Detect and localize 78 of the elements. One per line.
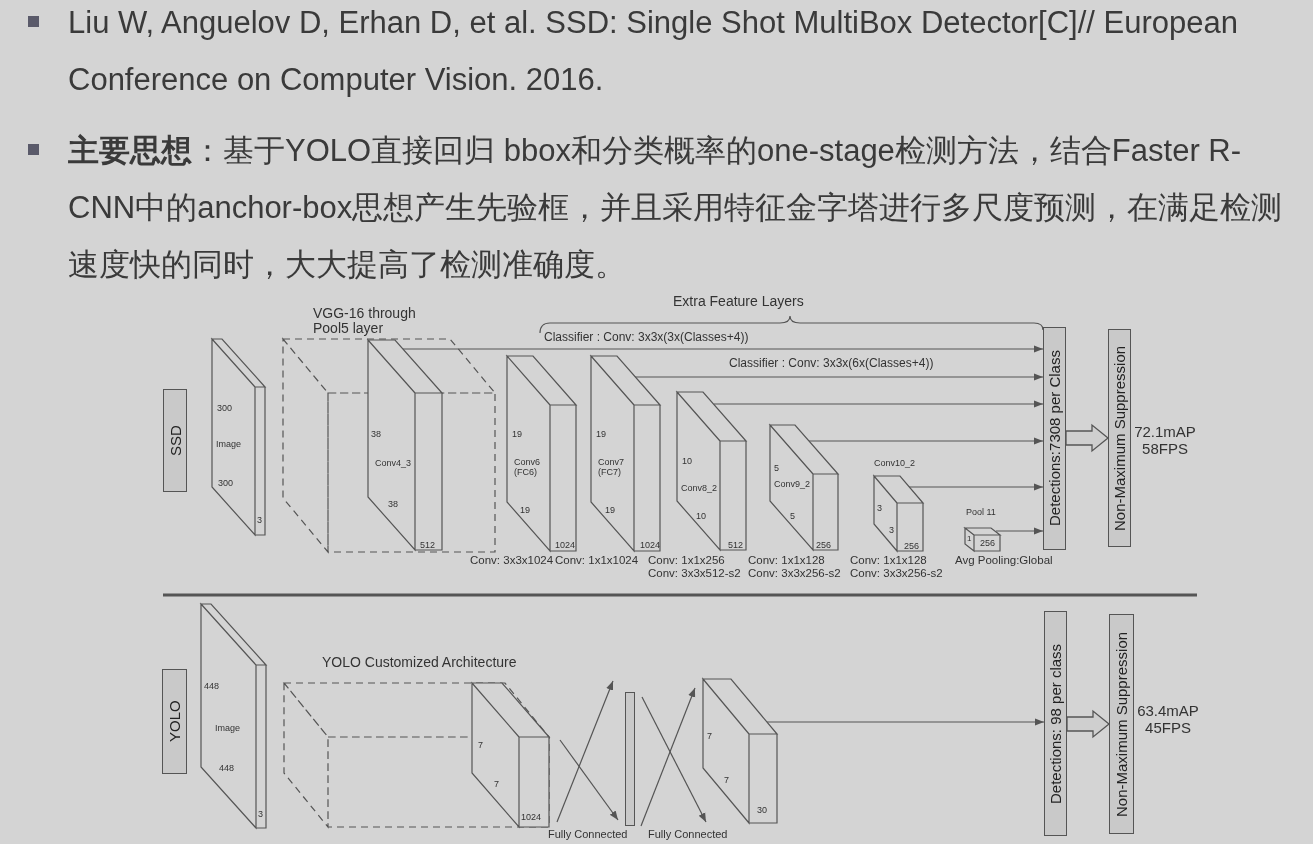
dimension-label: 1024 (555, 541, 576, 551)
detections-box: Detections:7308 per Class (1043, 327, 1066, 550)
dimension-label: 1024 (640, 541, 661, 551)
dimension-label: 19 (520, 506, 530, 516)
summary-text: 主要思想：基于YOLO直接回归 bbox和分类概率的one-stage检测方法，结合Faster R-CNN中的anchor-box思想产生先验框，并且采用特征金字塔进行多尺度预测，在满足检测速度快的同时，大大提高了检测准确度。 (68, 132, 1284, 284)
arrow (908, 483, 1044, 491)
layer-caption: Fully Connected (648, 828, 728, 841)
dimension-label: 38 (371, 430, 381, 440)
operation-label: Avg Pooling:Global (955, 554, 1053, 567)
suppression-box: Non-Maximum Suppression (1109, 614, 1134, 834)
layer-name: Conv10_2 (874, 459, 916, 469)
arrow (808, 437, 1044, 445)
dimension-label: 10 (682, 457, 692, 467)
dimension-label: 7 (724, 776, 729, 786)
dimension-label: 38 (388, 500, 398, 510)
model-label-box: SSD (163, 389, 187, 492)
dimension-label: 30 (757, 806, 767, 816)
layer-name: Conv8_2 (681, 484, 718, 494)
operation-label: Conv: 1x1x128 Conv: 3x3x256-s2 (748, 554, 842, 580)
operation-label: Conv: 3x3x1024 (470, 554, 554, 567)
layer-name: Pool 11 (966, 508, 996, 518)
dimension-label: 5 (790, 512, 795, 522)
operation-label: Conv: 1x1x256 Conv: 3x3x512-s2 (648, 554, 742, 580)
arrow (995, 527, 1044, 535)
layer-name: Image (216, 440, 241, 450)
dimension-label: 5 (774, 464, 779, 474)
dimension-label: 7 (478, 741, 483, 751)
layer-caption: Fully Connected (548, 828, 628, 841)
layer-name: Image (215, 724, 240, 734)
dimension-label: 10 (696, 512, 706, 522)
edge-label: Classifier : Conv: 3x3x(3x(Classes+4)) (543, 331, 750, 345)
arrow (556, 680, 614, 823)
arrow (640, 687, 696, 827)
score-label: 72.1mAP 58FPS (1133, 424, 1197, 457)
model-label-box: YOLO (162, 669, 187, 774)
dimension-label: 3 (877, 504, 882, 514)
arrow (766, 718, 1045, 726)
detections-box: Detections: 98 per class (1044, 611, 1067, 836)
dimension-label: 300 (218, 479, 234, 489)
arrow (402, 345, 1044, 353)
operation-label: Conv: 1x1x1024 (555, 554, 639, 567)
arrow (559, 739, 619, 821)
arrow (713, 400, 1044, 408)
dimension-label: 19 (605, 506, 615, 516)
dimension-label: 19 (512, 430, 522, 440)
dimension-label: 7 (494, 780, 499, 790)
group-heading: Extra Feature Layers (673, 294, 804, 310)
group-heading: YOLO Customized Architecture (322, 655, 517, 671)
layer-name: Conv9_2 (774, 480, 811, 490)
dimension-label: 256 (816, 541, 832, 551)
dimension-label: 448 (204, 682, 220, 692)
block-arrow (1065, 423, 1110, 453)
dimension-label: 1024 (521, 813, 542, 823)
layer-name: Conv7 (FC7) (598, 458, 625, 478)
block-arrow (1066, 709, 1111, 739)
operation-label: Conv: 1x1x128 Conv: 3x3x256-s2 (850, 554, 944, 580)
group-heading: VGG-16 through Pool5 layer (313, 306, 417, 337)
score-label: 63.4mAP 45FPS (1136, 703, 1200, 736)
dimension-label: 3 (258, 810, 263, 820)
dimension-label: 256 (904, 542, 920, 552)
dimension-label: 256 (980, 539, 996, 549)
dimension-label: 19 (596, 430, 606, 440)
dimension-label: 1 (967, 535, 972, 544)
dimension-label: 512 (728, 541, 744, 551)
layer-name: Conv6 (FC6) (514, 458, 541, 478)
dimension-label: 3 (889, 526, 894, 536)
dimension-label: 7 (707, 732, 712, 742)
reference-text: Liu W, Anguelov D, Erhan D, et al. SSD: Single Shot MultiBox Detector[C]// European Conference on Computer Vision. 2016. (68, 4, 1239, 99)
dimension-label: 3 (257, 516, 262, 526)
layer-name: Conv4_3 (375, 459, 412, 469)
dimension-label: 300 (217, 404, 233, 414)
edge-label: Classifier : Conv: 3x3x(6x(Classes+4)) (728, 357, 935, 371)
arrow (641, 696, 707, 823)
dimension-label: 512 (420, 541, 436, 551)
fully-connected-bar (625, 692, 635, 826)
arrow (634, 373, 1044, 381)
dimension-label: 448 (219, 764, 235, 774)
suppression-box: Non-Maximum Suppression (1108, 329, 1131, 547)
